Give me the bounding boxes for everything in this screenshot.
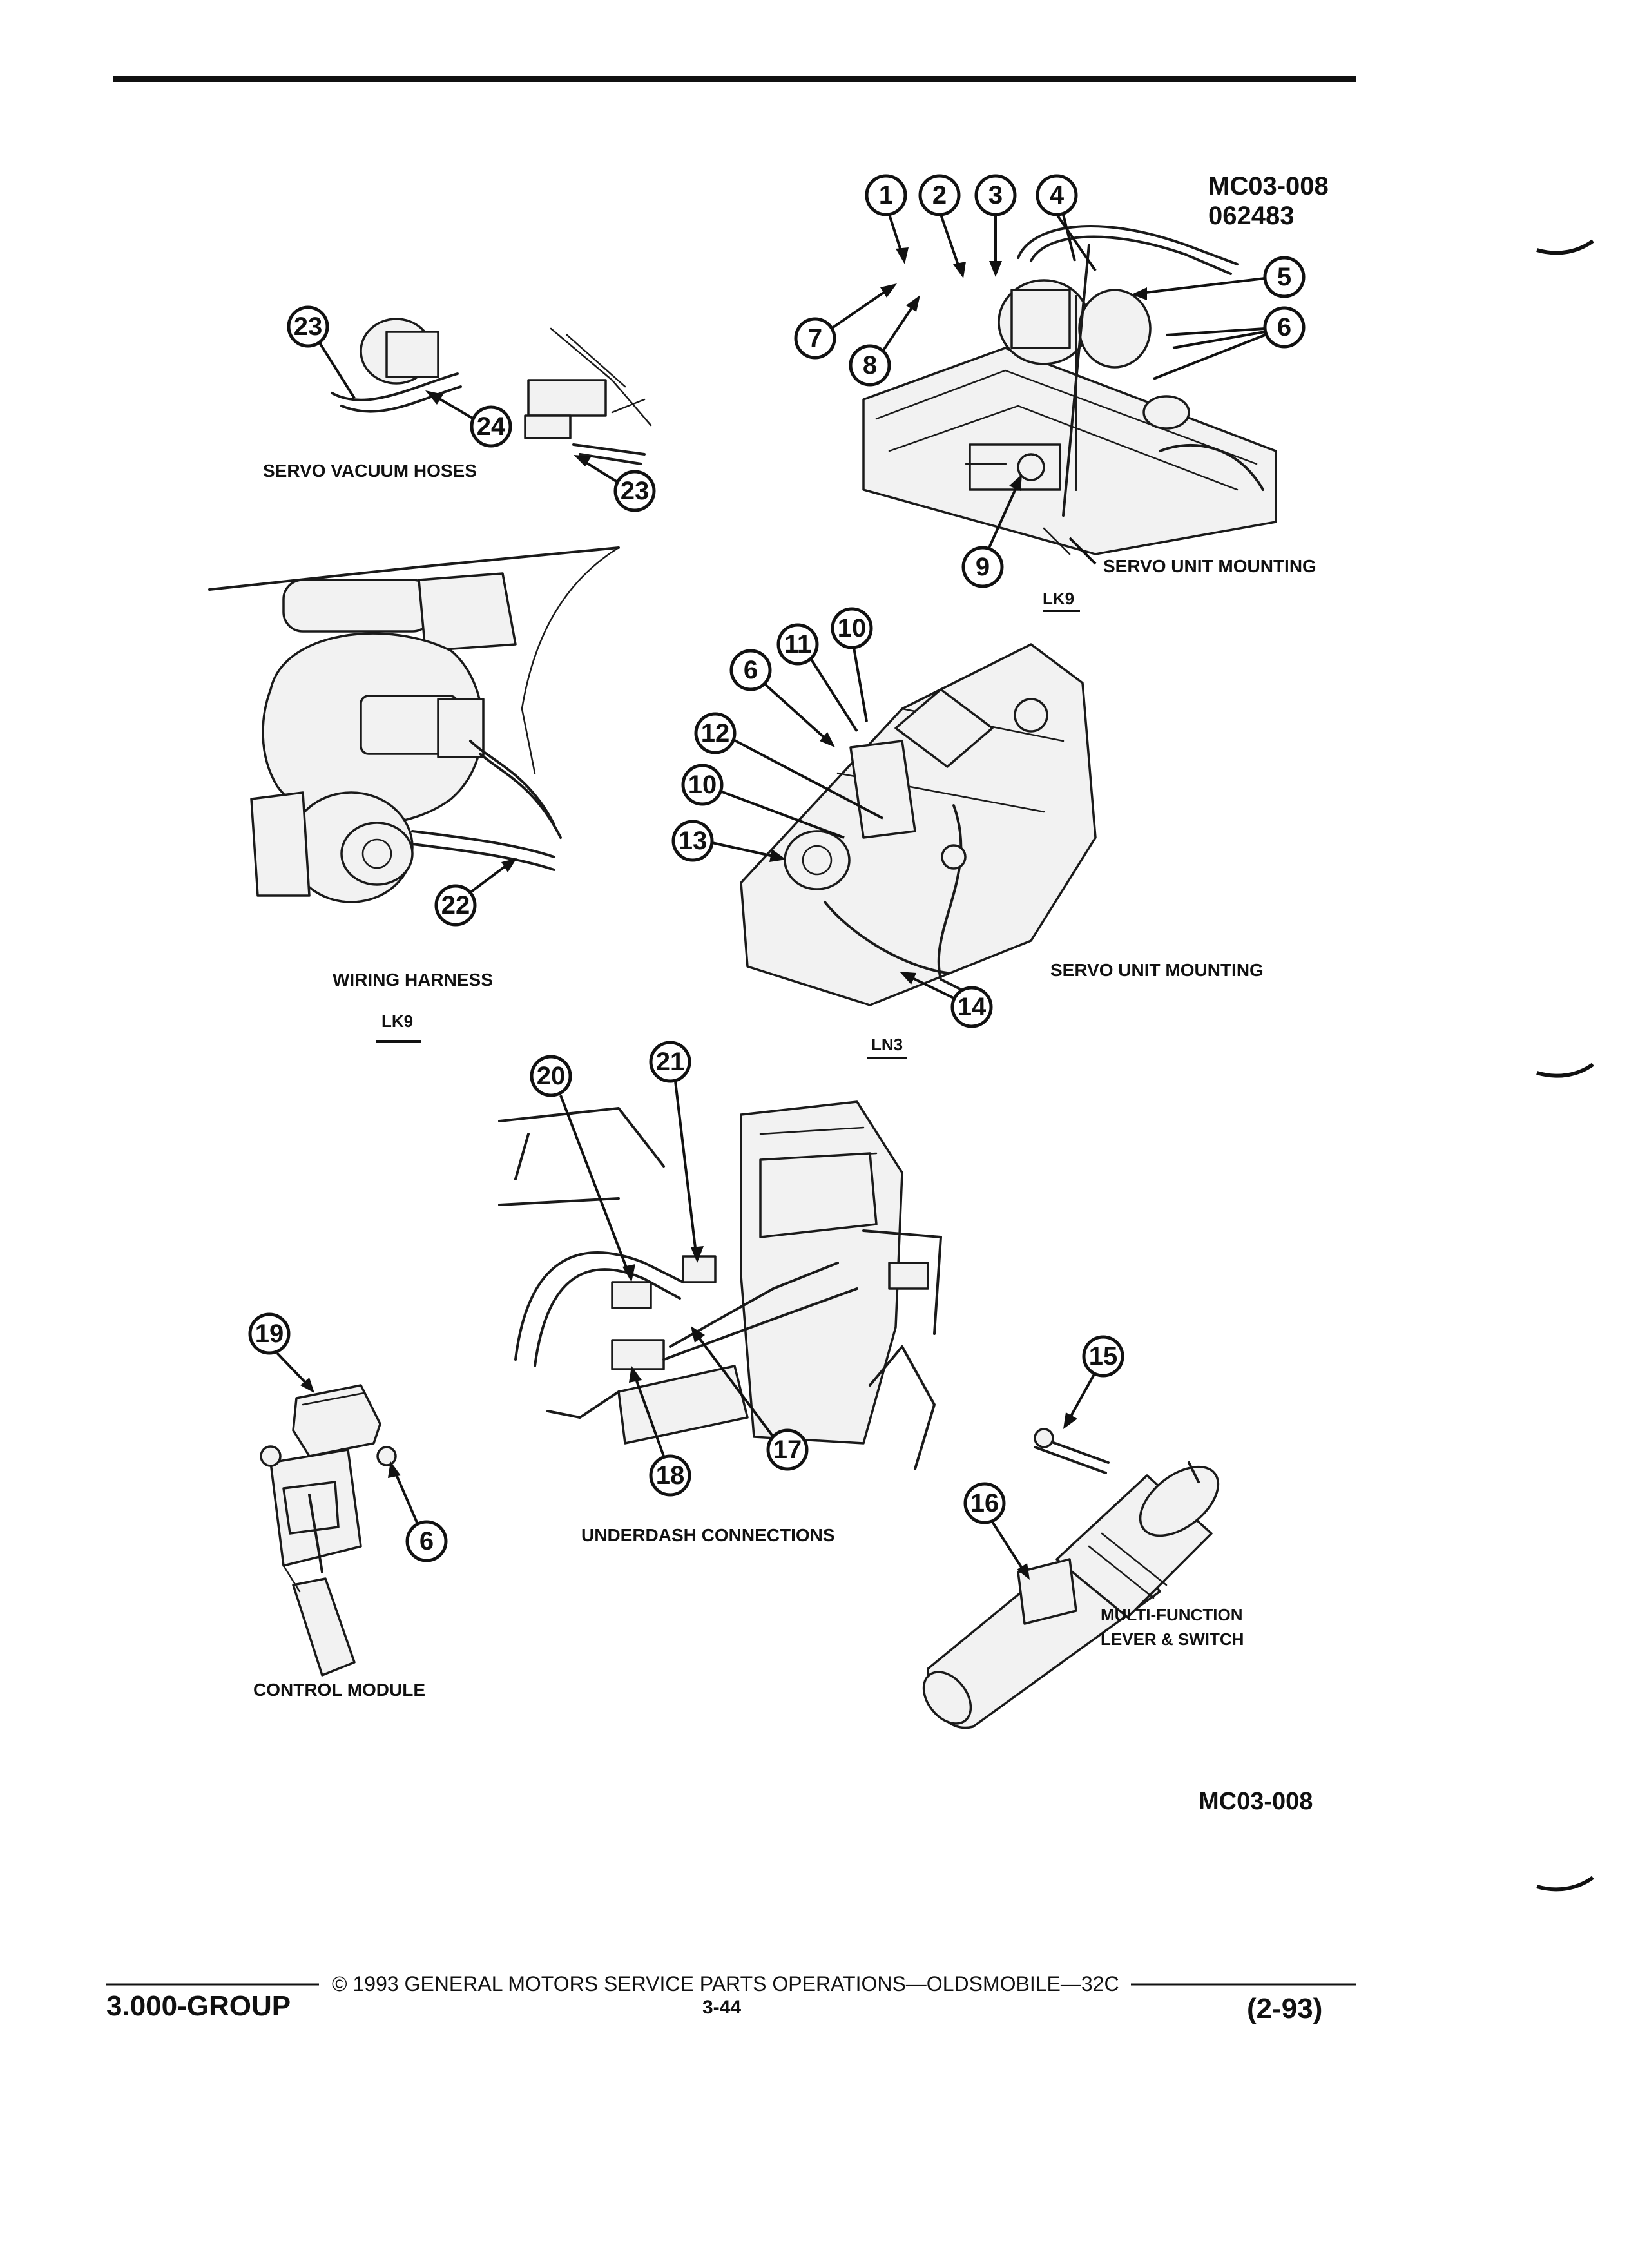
callout-1: 1 [865,174,907,216]
caption-multi-function-line2: LEVER & SWITCH [1101,1629,1244,1649]
svg-text:24: 24 [477,412,506,441]
svg-text:10: 10 [688,771,717,799]
servo-unit-mounting-lk9-illustration [862,225,1277,555]
svg-text:23: 23 [294,312,323,341]
callout-2: 2 [918,174,961,216]
multi-function-lever-illustration [922,1428,1220,1729]
callout-10-top: 10 [831,607,873,649]
footer-copyright: © 1993 GENERAL MOTORS SERVICE PARTS OPER… [332,1972,1119,1995]
svg-text:11: 11 [784,630,811,658]
callout-5: 5 [1263,256,1306,298]
svg-text:15: 15 [1089,1342,1118,1370]
svg-text:12: 12 [701,719,730,747]
caption-underdash-connections: UNDERDASH CONNECTIONS [581,1525,835,1545]
top-rule [113,76,1356,82]
svg-text:10: 10 [838,614,867,642]
svg-text:6: 6 [1277,313,1291,341]
caption-wiring-harness: WIRING HARNESS [333,970,493,990]
svg-text:9: 9 [976,553,990,581]
callout-8: 8 [849,344,891,387]
callout-7: 7 [794,317,836,360]
callout-4: 4 [1036,174,1078,216]
callout-6-bottom: 6 [405,1520,448,1562]
svg-text:1: 1 [879,181,893,209]
callout-6-top: 6 [1263,306,1306,349]
svg-text:2: 2 [932,181,947,209]
callout-17: 17 [766,1428,809,1471]
servo-unit-mounting-ln3-illustration [740,643,1097,1006]
svg-text:23: 23 [621,477,650,505]
footer-revision: (2-93) [1247,1993,1322,2024]
callout-20: 20 [530,1055,572,1097]
svg-text:18: 18 [656,1461,685,1490]
callout-22: 22 [434,884,477,927]
caption-multi-function-line1: MULTI-FUNCTION [1101,1605,1242,1624]
callout-23-vacuum: 23 [613,470,656,512]
caption-control-module: CONTROL MODULE [253,1680,425,1700]
caption-servo-unit-mounting-top: SERVO UNIT MOUNTING [1103,556,1316,576]
caption-servo-vacuum-hoses: SERVO VACUUM HOSES [263,461,477,481]
underdash-connections-illustration [498,1100,942,1470]
svg-text:22: 22 [441,891,470,919]
svg-text:14: 14 [958,993,987,1021]
callout-19: 19 [248,1312,291,1355]
callout-9: 9 [961,546,1004,588]
callout-23-hose: 23 [287,305,329,348]
footer-group: 3.000-GROUP [106,1990,291,2022]
svg-text:6: 6 [744,656,758,684]
caption-servo-unit-mounting-mid: SERVO UNIT MOUNTING [1050,960,1264,980]
svg-text:4: 4 [1050,181,1065,209]
callout-6-mid: 6 [729,649,772,691]
caption-engine-lk9-mid: LK9 [381,1012,413,1031]
control-module-illustration [260,1384,397,1677]
callout-16: 16 [963,1482,1006,1524]
binding-mark [1536,239,1594,255]
callout-3: 3 [974,174,1017,216]
svg-text:3: 3 [988,181,1003,209]
callout-14: 14 [950,986,993,1028]
footer-page-number: 3-44 [702,1997,741,2018]
figure-id-top: MC03-008 [1208,172,1329,200]
svg-text:21: 21 [656,1048,685,1076]
svg-text:8: 8 [863,351,877,380]
svg-text:6: 6 [419,1527,434,1555]
lk9-mid-underline [376,1040,421,1043]
caption-engine-lk9-top: LK9 [1043,589,1074,608]
svg-text:7: 7 [808,324,822,352]
callout-13: 13 [671,820,714,862]
binding-mark [1536,1876,1594,1892]
callout-10-mid: 10 [681,764,724,806]
ln3-underline [867,1057,907,1059]
figure-id-bottom: MC03-008 [1199,1788,1313,1815]
callout-11: 11 [776,623,819,666]
wiring-harness-illustration [208,546,620,903]
callout-24: 24 [470,405,512,448]
figure-date-code: 062483 [1208,202,1294,230]
svg-text:13: 13 [679,827,708,855]
svg-text:20: 20 [537,1062,566,1090]
callout-21: 21 [649,1041,691,1083]
lk9-top-underline [1043,610,1080,612]
callout-15: 15 [1082,1335,1124,1378]
caption-engine-ln3: LN3 [871,1035,903,1054]
svg-text:16: 16 [970,1489,999,1517]
callout-12: 12 [694,712,737,754]
callout-18: 18 [649,1454,691,1497]
svg-text:5: 5 [1277,263,1291,291]
svg-text:17: 17 [773,1436,802,1464]
svg-text:19: 19 [255,1320,284,1348]
binding-mark [1536,1062,1594,1078]
servo-vacuum-hoses-illustration [331,318,652,465]
